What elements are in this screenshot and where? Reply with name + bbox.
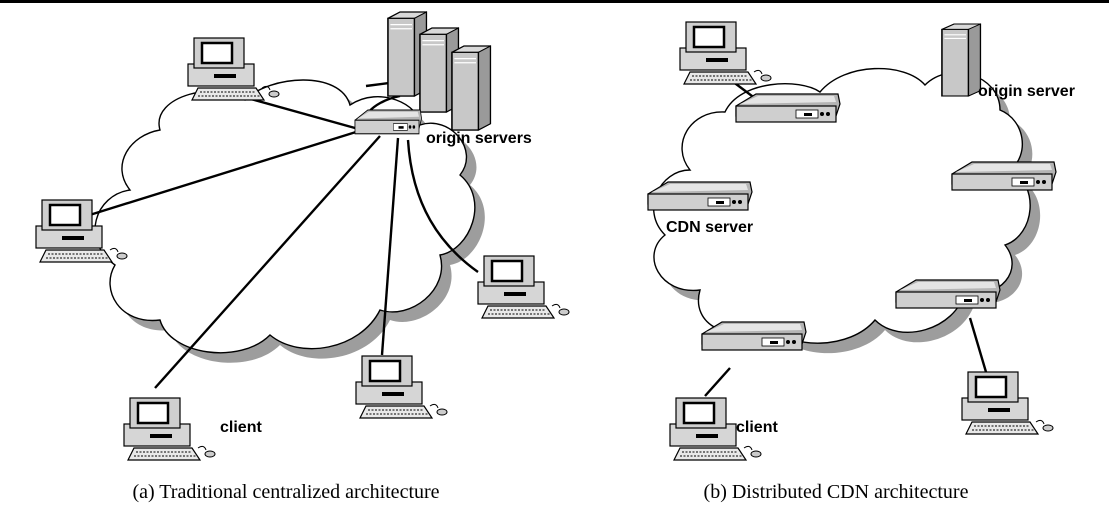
caption-a: (a) Traditional centralized architecture xyxy=(132,481,439,503)
panel-b: origin server CDN server client (b) Dist… xyxy=(647,20,1075,503)
cdn-server-icon xyxy=(951,161,1057,191)
top-rule xyxy=(0,0,1109,3)
cdn-server-icon xyxy=(895,279,1001,309)
origin-servers-label: origin servers xyxy=(426,130,532,147)
cdn-server-icon xyxy=(647,181,753,211)
origin-server-label: origin server xyxy=(978,83,1075,100)
cloud-a xyxy=(94,79,476,354)
origin-server-icon xyxy=(451,45,492,131)
client-computer-icon xyxy=(678,20,773,86)
client-computer-icon xyxy=(960,370,1055,436)
cdn-server-icon xyxy=(701,321,807,351)
client-computer-icon xyxy=(122,396,217,462)
client-label: client xyxy=(736,419,778,436)
client-computer-icon xyxy=(476,254,571,320)
caption-b: (b) Distributed CDN architecture xyxy=(704,481,969,503)
client-label: client xyxy=(220,419,262,436)
client-computer-icon xyxy=(354,354,449,420)
origin-server-icon xyxy=(941,23,982,97)
panel-a: origin servers client (a) Traditional ce… xyxy=(34,11,571,503)
cdn-server-label: CDN server xyxy=(666,219,753,236)
cdn-server-icon xyxy=(735,93,841,123)
router-icon xyxy=(354,109,423,135)
